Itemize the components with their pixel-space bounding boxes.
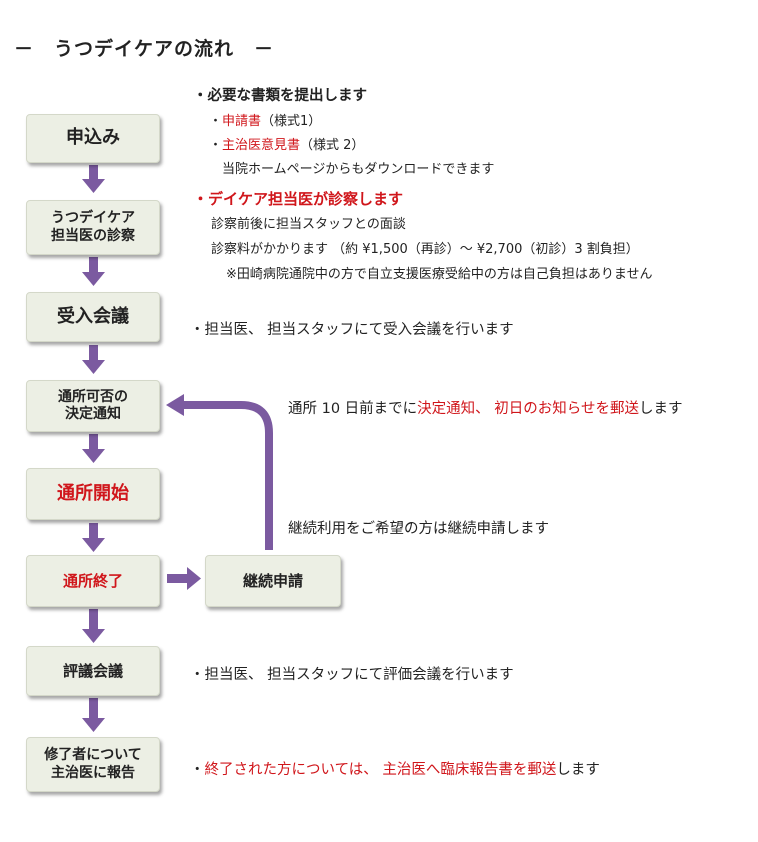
note-exam-heading: ・デイケア担当医が診察します — [193, 190, 404, 208]
arrow-down-3 — [82, 345, 105, 374]
step-evaluation-meeting: 評議会議 — [26, 646, 160, 696]
report-text-end: します — [556, 762, 600, 778]
document-form: （様式1） — [261, 114, 322, 129]
step-doctor-exam: うつデイケア 担当医の診察 — [26, 200, 160, 255]
arrow-down-7 — [82, 698, 105, 732]
notice-text-a: 通所 10 日前までに — [288, 401, 418, 417]
note-admission-meeting: ・担当医、 担当スタッフにて受入会議を行います — [190, 322, 514, 338]
note-documents-item-2: ・主治医意見書（様式 2） — [209, 134, 364, 153]
arrow-down-5 — [82, 523, 105, 552]
arrow-down-1 — [82, 165, 105, 193]
step-report-to-doctor: 修了者について 主治医に報告 — [26, 737, 160, 792]
document-name: 申請書 — [222, 114, 262, 129]
note-report: ・終了された方については、 主治医へ臨床報告書を郵送します — [190, 758, 600, 779]
bullet: ・ — [190, 762, 205, 778]
notice-text-highlight: 決定通知、 初日のお知らせを郵送 — [417, 401, 639, 417]
arrow-down-2 — [82, 257, 105, 286]
step-attendance-start: 通所開始 — [26, 468, 160, 520]
step-continuation-request: 継続申請 — [205, 555, 341, 607]
document-form: （様式 2） — [300, 138, 365, 153]
note-exam-exemption: ※田崎病院通院中の方で自立支援医療受給中の方は自己負担はありません — [226, 267, 653, 282]
note-continuation: 継続利用をご希望の方は継続申請します — [288, 521, 549, 537]
step-attendance-end: 通所終了 — [26, 555, 160, 607]
note-evaluation-meeting: ・担当医、 担当スタッフにて評価会議を行います — [190, 667, 514, 683]
step-decision-notice: 通所可否の 決定通知 — [26, 380, 160, 432]
bullet: ・ — [209, 114, 223, 129]
note-exam-interview: 診察前後に担当スタッフとの面談 — [211, 217, 406, 232]
notice-text-b: します — [639, 401, 683, 417]
note-exam-fee: 診察料がかかります （約 ¥1,500（再診）～ ¥2,700（初診）3 割負担… — [211, 242, 639, 257]
note-documents-heading: ・必要な書類を提出します — [193, 88, 367, 104]
arrow-right-continue — [167, 567, 201, 590]
step-application: 申込み — [26, 114, 160, 163]
note-documents-download: 当院ホームページからもダウンロードできます — [222, 162, 495, 177]
arrow-loop-back — [183, 401, 273, 550]
document-name: 主治医意見書 — [222, 138, 301, 153]
page-title: － うつデイケアの流れ － — [14, 38, 275, 60]
note-documents-item-1: ・申請書（様式1） — [209, 110, 321, 129]
step-admission-meeting: 受入会議 — [26, 292, 160, 342]
arrow-down-6 — [82, 609, 105, 643]
bullet: ・ — [209, 138, 223, 153]
note-decision-notice: 通所 10 日前までに決定通知、 初日のお知らせを郵送します — [288, 397, 683, 418]
arrow-down-4 — [82, 434, 105, 463]
report-text-highlight: 終了された方については、 主治医へ臨床報告書を郵送 — [204, 762, 557, 778]
